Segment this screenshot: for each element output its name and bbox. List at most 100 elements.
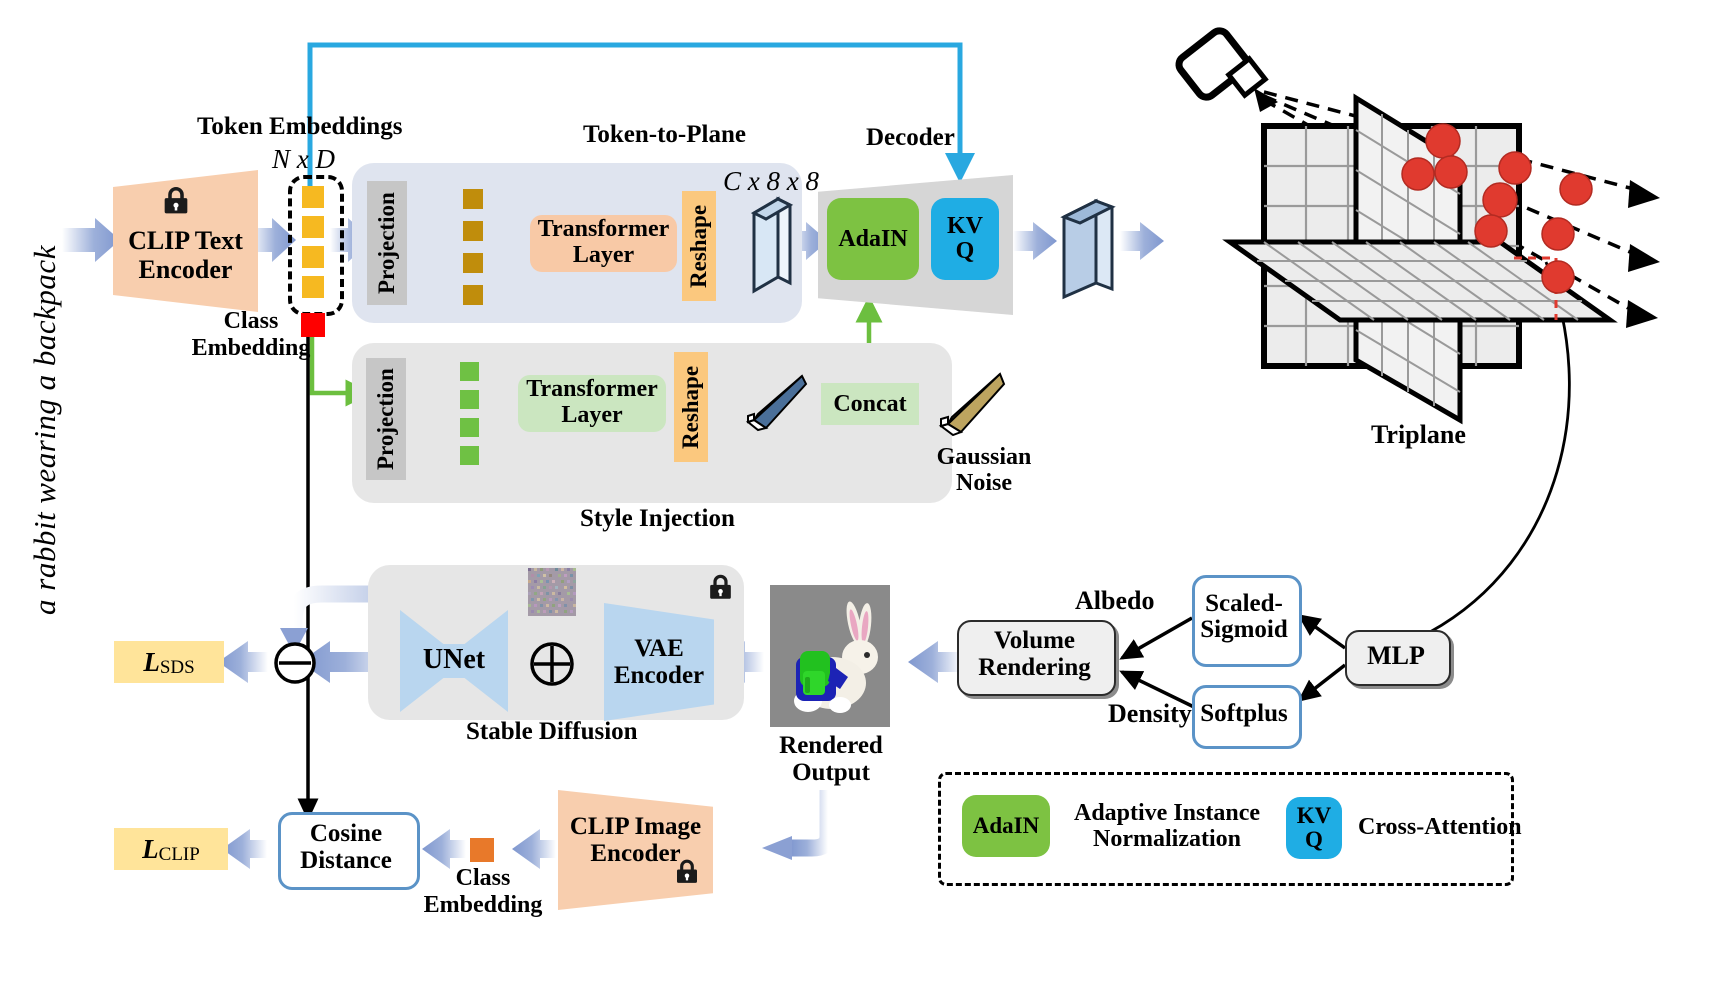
ttp-plane-dims: C x 8 x 8 xyxy=(723,166,819,196)
triplane-label: Triplane xyxy=(1371,420,1466,449)
decoder-adain[interactable] xyxy=(827,198,919,280)
unet-label: UNet xyxy=(422,644,486,675)
ttp-reshape-label: Reshape xyxy=(686,204,711,288)
class-embedding-line2: Embedding xyxy=(191,335,311,361)
stable-diffusion-title: Stable Diffusion xyxy=(466,718,638,745)
class-embedding-label: Class Embedding xyxy=(172,305,330,365)
ttp-transformer-layer[interactable] xyxy=(530,215,677,272)
triplane-horizontal-plane xyxy=(1222,239,1618,323)
decoder-title: Decoder xyxy=(866,124,955,151)
si-transformer-layer[interactable] xyxy=(518,375,666,432)
arrow-minus-to-sds xyxy=(218,641,268,683)
clip-image-encoder[interactable] xyxy=(558,790,713,910)
legend-adain-chip-label: AdaIN xyxy=(972,813,1040,838)
clip-text-encoder[interactable] xyxy=(113,170,258,312)
scaled-sigmoid-box[interactable] xyxy=(1192,575,1302,667)
volume-rendering-line1: Volume xyxy=(993,627,1076,655)
ttp-token-square xyxy=(463,221,483,241)
legend-crossattn-desc: Cross-Attention xyxy=(1358,813,1522,840)
clip-image-encoder-line2: Encoder xyxy=(590,840,681,867)
lock-icon xyxy=(677,859,697,883)
volume-rendering-label: Volume Rendering xyxy=(957,619,1112,691)
clip-image-class-embedding-label: Class Embedding xyxy=(412,862,554,922)
vae-encoder-line2: Encoder xyxy=(613,662,705,689)
decoder-adain-label: AdaIN xyxy=(838,225,908,252)
token-embeddings-title: Token Embeddings xyxy=(197,113,403,140)
ttp-projection[interactable] xyxy=(367,181,407,305)
si-reshape[interactable] xyxy=(674,352,708,462)
decoder-q-line: Q xyxy=(955,238,975,264)
clip-image-class-embedding xyxy=(470,838,494,862)
si-projection-label: Projection xyxy=(373,368,398,470)
legend-kvq-chip xyxy=(1286,797,1342,859)
cosine-distance-line2: Distance xyxy=(300,847,392,874)
arrow-decoder-to-plane2 xyxy=(1013,222,1057,260)
albedo-label: Albedo xyxy=(1075,586,1155,615)
scaled-sigmoid-label: Scaled- Sigmoid xyxy=(1192,574,1296,660)
gaussian-noise-line1: Gaussian xyxy=(936,443,1032,470)
loss-clip-box xyxy=(114,828,228,870)
clip-text-encoder-label: CLIP Text Encoder xyxy=(113,215,258,295)
add-noise-operator xyxy=(530,642,574,686)
arrow-render-to-output xyxy=(908,641,962,683)
latent-noise-patch xyxy=(528,568,576,616)
si-transformer-line2: Layer xyxy=(561,402,623,428)
loss-clip-sub: CLIP xyxy=(158,844,200,865)
class-embedding-square[interactable] xyxy=(301,313,325,337)
class-embedding-line1: Class xyxy=(223,308,279,335)
prompt-text: a rabbit wearing a backpack xyxy=(27,245,62,615)
si-transformer-line1: Transformer xyxy=(526,376,658,403)
lock-icon xyxy=(710,574,731,599)
clip-text-encoder-line2: Encoder xyxy=(138,255,233,284)
decoder-kvq[interactable] xyxy=(931,198,999,280)
si-concat[interactable] xyxy=(821,383,919,425)
ttp-token-square xyxy=(463,189,483,209)
ttp-token-square xyxy=(463,253,483,273)
unet-shape[interactable] xyxy=(396,606,512,716)
rendered-output-label: Rendered Output xyxy=(760,728,902,790)
decoder-output-plane-3d xyxy=(1060,198,1116,300)
cosine-distance-line1: Cosine xyxy=(309,820,383,847)
legend-kvq-chip-line1: KV xyxy=(1296,802,1332,828)
camera-icon xyxy=(1175,27,1278,112)
style-injection-title: Style Injection xyxy=(580,505,735,532)
subtract-operator xyxy=(274,642,316,684)
sample-points xyxy=(1401,123,1593,294)
si-style-vector-bar xyxy=(745,374,808,432)
legend-box xyxy=(938,772,1514,886)
volume-rendering-line2: Rendering xyxy=(978,654,1091,681)
vae-encoder[interactable] xyxy=(604,603,714,721)
volume-rendering-box[interactable] xyxy=(957,620,1116,696)
token-square xyxy=(302,246,324,268)
gaussian-noise-line2: Noise xyxy=(956,470,1012,496)
si-token-square xyxy=(460,362,479,381)
softplus-box[interactable] xyxy=(1192,685,1302,749)
arrow-cosine-to-clip-loss xyxy=(222,829,267,869)
rendered-output-line2: Output xyxy=(792,759,870,786)
ttp-transformer-line1: Transformer xyxy=(537,216,670,243)
decoder-kv-line: KV xyxy=(947,212,983,239)
token-square xyxy=(302,276,324,298)
mlp-box[interactable] xyxy=(1345,630,1451,686)
gaussian-noise-bar xyxy=(938,372,1006,437)
si-transformer-label: Transformer Layer xyxy=(518,373,666,433)
legend-adain-desc-line1: Adaptive Instance xyxy=(1073,799,1260,826)
ttp-projection-label: Projection xyxy=(374,192,399,294)
si-reshape-label: Reshape xyxy=(678,365,703,449)
clip-image-class-line1: Class xyxy=(455,865,511,892)
arrow-plane2-to-triplane xyxy=(1120,222,1164,260)
cosine-distance-box[interactable] xyxy=(278,812,420,890)
si-token-square xyxy=(460,390,479,409)
si-concat-label: Concat xyxy=(833,390,907,417)
ttp-transformer-label: Transformer Layer xyxy=(530,213,677,273)
si-projection[interactable] xyxy=(366,358,406,480)
mlp-label: MLP xyxy=(1367,641,1425,670)
si-token-square xyxy=(460,446,479,465)
ttp-reshape[interactable] xyxy=(682,191,716,301)
si-token-square xyxy=(460,418,479,437)
cosine-distance-label: Cosine Distance xyxy=(278,811,414,883)
rendered-output-image xyxy=(770,585,890,727)
legend-kvq-chip-label: KV Q xyxy=(1286,797,1342,859)
